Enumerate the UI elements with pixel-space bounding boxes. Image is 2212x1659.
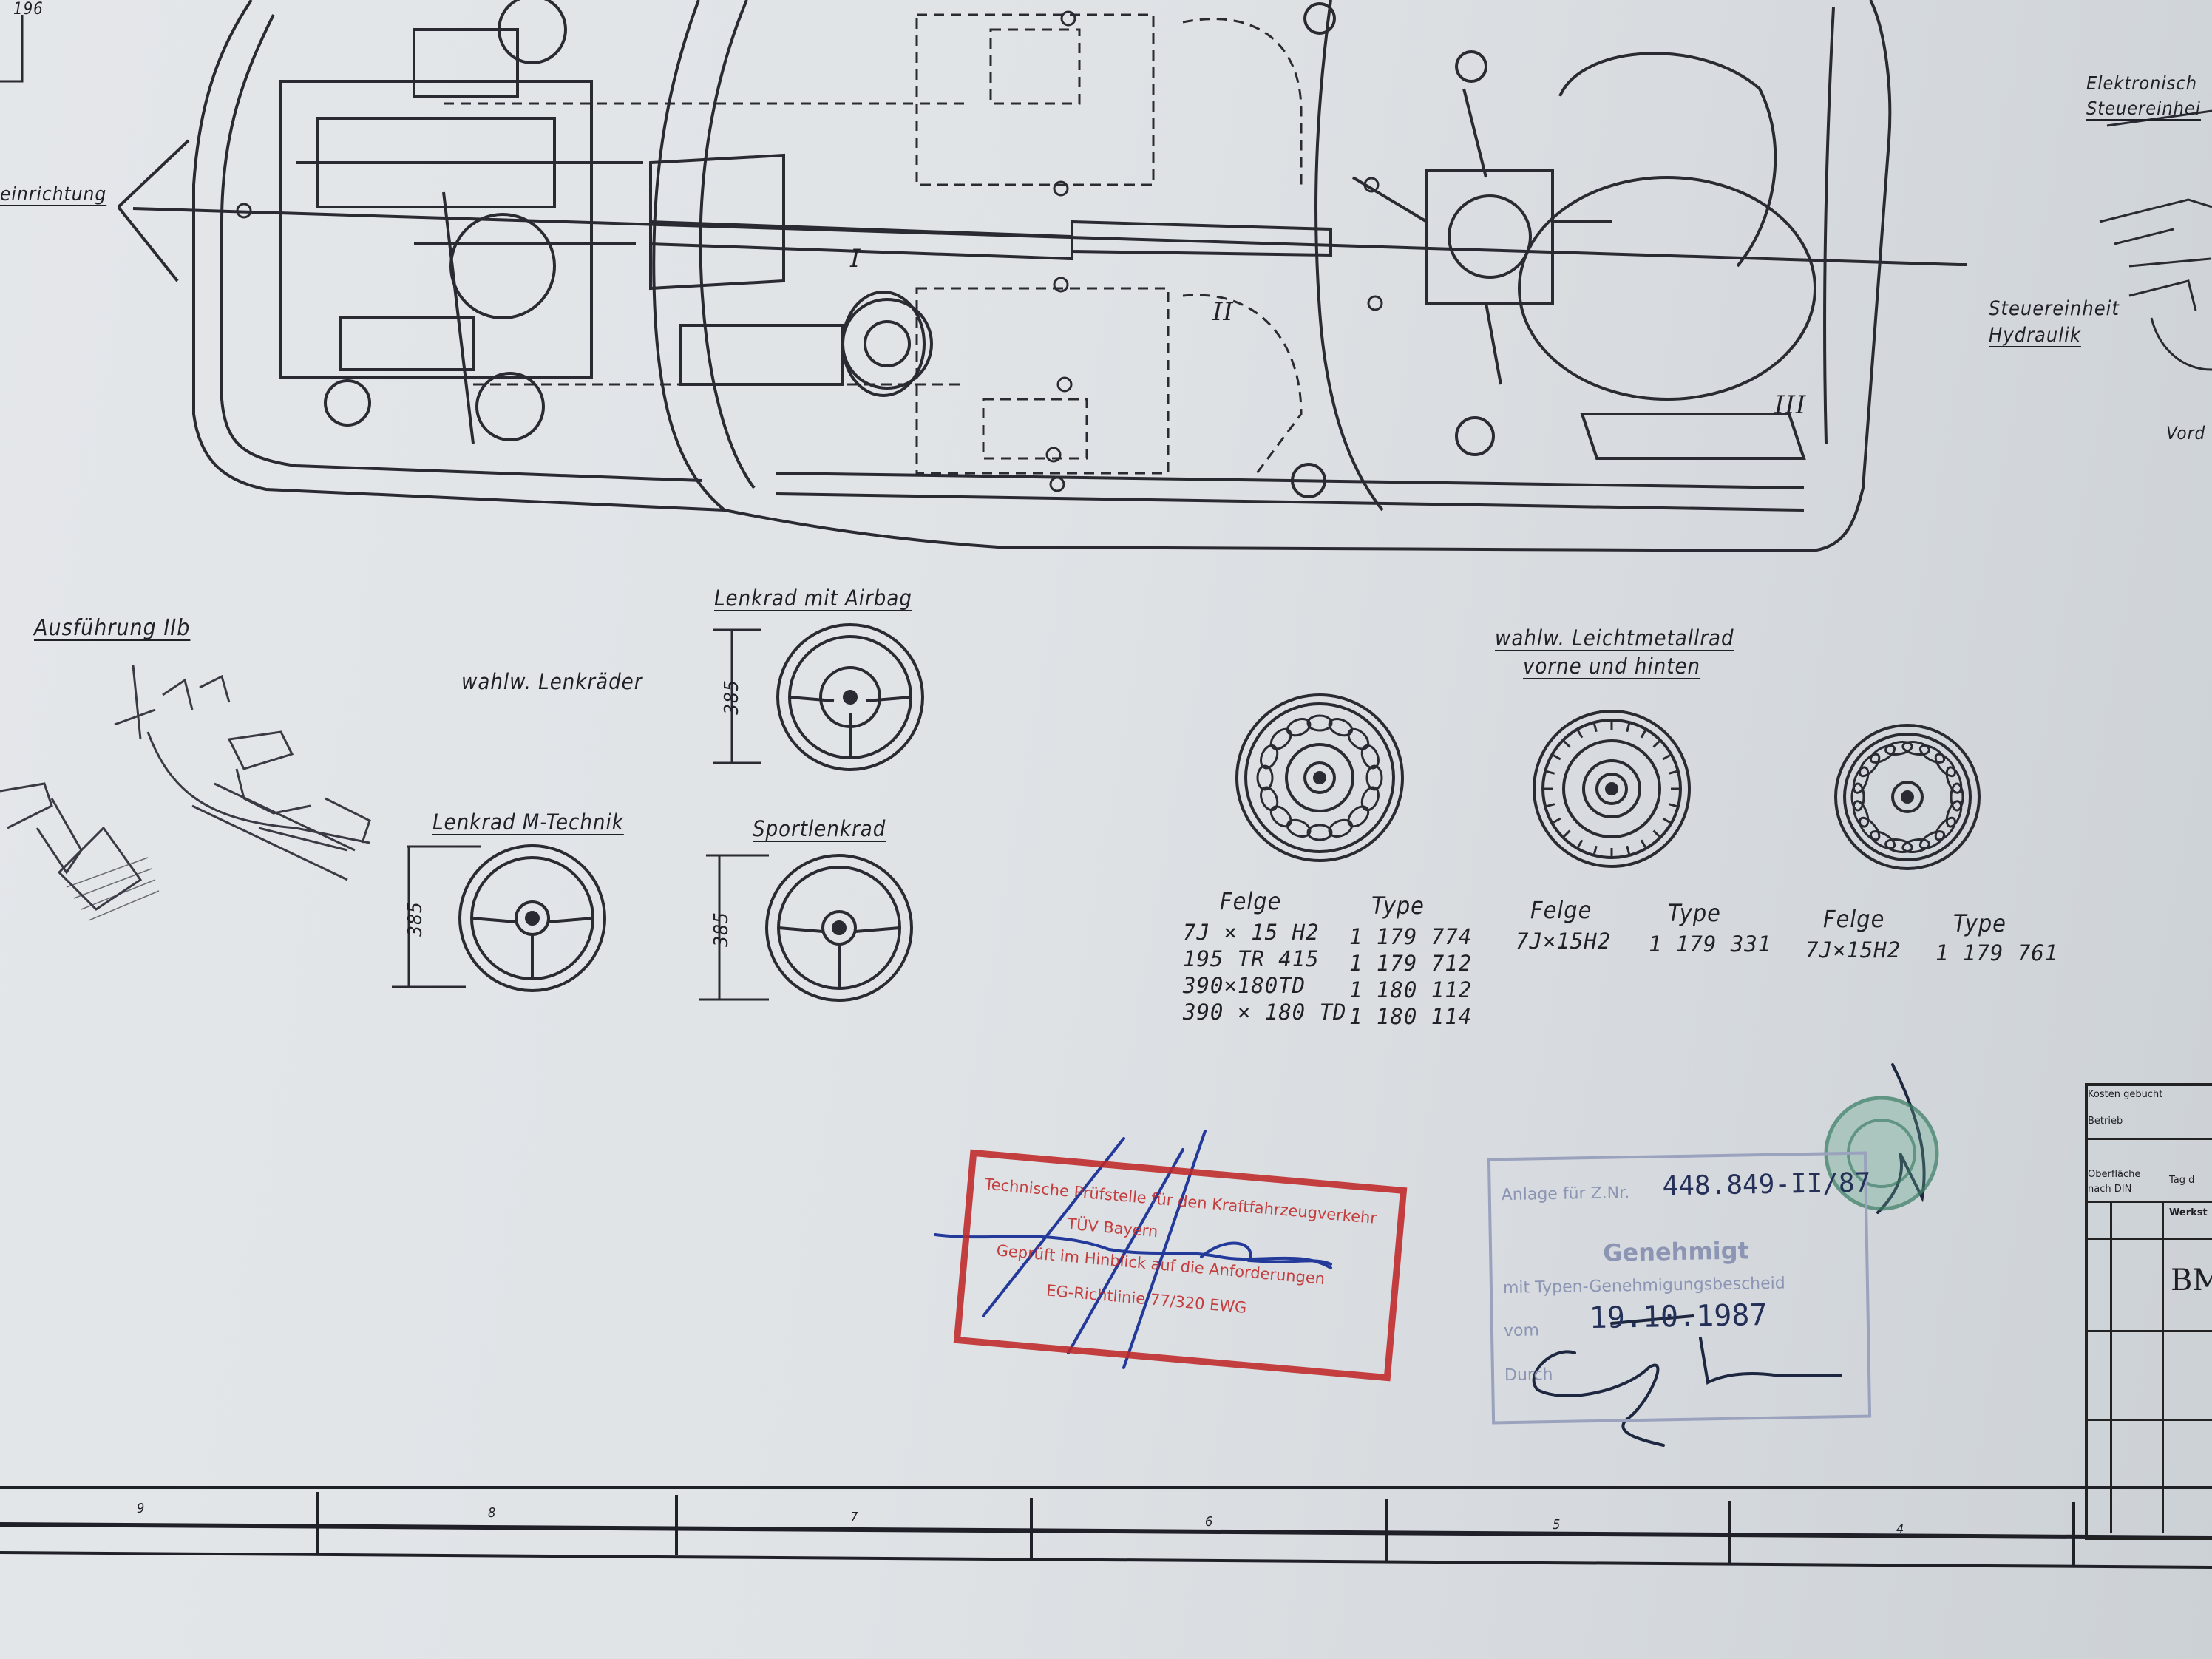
ausfuehrung-label: Ausführung IIb	[34, 615, 191, 641]
type-header: Type	[1668, 899, 1721, 927]
title-block-tag: Tag d	[2169, 1175, 2195, 1186]
anlage-number: 448.849-II/87	[1662, 1167, 1871, 1202]
vorne-fragment-label: Vord	[2166, 423, 2206, 444]
section-label-1: I	[850, 244, 861, 274]
type-header: Type	[1953, 909, 2006, 937]
wahlw-lenkraeder-label: wahlw. Lenkräder	[461, 669, 643, 694]
zone-number: 4	[1896, 1521, 1905, 1537]
approval-date: 19.10.1987	[1589, 1297, 1768, 1336]
wheel-spec-table-1: Felge Type 7J × 15 H2 195 TR 415 390×180…	[1183, 887, 1471, 1035]
felge-header: Felge	[1530, 896, 1592, 924]
tuev-inspection-stamp: Technische Prüfstelle für den Kraftfahrz…	[953, 1149, 1408, 1382]
red-stamp-line-4: EG-Richtlinie 77/320 EWG	[1045, 1281, 1248, 1317]
top-left-fragment: 196	[13, 0, 44, 18]
sportlenkrad-label: Sportlenkrad	[753, 816, 886, 841]
leichtmetallrad-label-1: wahlw. Leichtmetallrad	[1495, 625, 1734, 651]
red-stamp-line-3: Geprüft im Hinblick auf die Anforderunge…	[995, 1241, 1326, 1289]
wheel-spec-table-2: Felge Type 7J×15H2 1 179 331	[1514, 896, 1771, 970]
dimension-385-airbag: 385	[720, 679, 743, 715]
type-header: Type	[1371, 892, 1425, 920]
zone-number: 6	[1205, 1514, 1214, 1530]
approval-stamp: Anlage für Z.Nr. 448.849-II/87 Genehmigt…	[1487, 1151, 1872, 1425]
felge-value: 7J×15H2	[1516, 929, 1612, 954]
title-block: Kosten gebucht Betrieb Oberfläche nach D…	[2085, 1083, 2212, 1540]
felge-header: Felge	[1220, 887, 1282, 915]
felge-value: 390×180TD	[1183, 973, 1306, 998]
felge-header: Felge	[1823, 905, 1885, 933]
sport-steering-wheel	[765, 854, 913, 1002]
felge-value: 7J × 15 H2	[1183, 920, 1320, 945]
elektronische-label-2: Steuereinhei	[2086, 98, 2201, 119]
slotted-rim	[1834, 724, 1981, 870]
dimension-385-sport: 385	[710, 912, 733, 947]
type-value: 1 179 761	[1936, 940, 2059, 966]
red-stamp-line-1: Technische Prüfstelle für den Kraftfahrz…	[983, 1175, 1377, 1227]
type-value: 1 180 114	[1349, 1004, 1473, 1029]
zone-number: 8	[488, 1505, 497, 1521]
title-block-werkst: Werkst	[2169, 1207, 2208, 1218]
type-value: 1 179 331	[1649, 932, 1772, 957]
turbine-rim	[1533, 710, 1691, 868]
genehmigt-label: Genehmigt	[1602, 1236, 1750, 1267]
title-block-kosten: Kosten gebucht	[2088, 1089, 2163, 1100]
elektronische-label-1: Elektronisch	[2086, 72, 2197, 94]
zone-number: 9	[137, 1501, 146, 1516]
steuereinheit-label-1: Steuereinheit	[1989, 297, 2120, 320]
typen-genehmigung-text: mit Typen-Genehmigungsbescheid	[1502, 1274, 1785, 1298]
type-value: 1 179 712	[1349, 951, 1473, 976]
mtechnik-steering-wheel	[458, 844, 606, 992]
vom-label: vom	[1503, 1321, 1540, 1341]
anlage-label: Anlage für Z.Nr.	[1501, 1184, 1630, 1205]
title-block-betrieb: Betrieb	[2088, 1116, 2123, 1127]
section-label-2: II	[1212, 297, 1234, 327]
airbag-steering-wheel	[776, 623, 924, 771]
lenkrad-mtechnik-label: Lenkrad M-Technik	[432, 810, 624, 835]
title-block-brand: BM	[2171, 1263, 2212, 1297]
zone-number: 7	[850, 1510, 859, 1525]
type-value: 1 180 112	[1349, 977, 1473, 1002]
steuereinheit-label-2: Hydraulik	[1989, 324, 2081, 347]
title-block-oberflaeche: Oberfläche	[2088, 1169, 2141, 1180]
red-stamp-line-2: TÜV Bayern	[1066, 1215, 1159, 1241]
section-label-3: III	[1774, 390, 1807, 420]
title-block-din: nach DIN	[2088, 1184, 2132, 1195]
einrichtung-label: einrichtung	[0, 183, 107, 206]
lenkrad-airbag-label: Lenkrad mit Airbag	[714, 586, 912, 611]
zone-number: 5	[1553, 1517, 1561, 1533]
dimension-385-mtechnik: 385	[404, 901, 427, 937]
felge-value: 7J×15H2	[1805, 937, 1901, 963]
durch-label: Durch	[1504, 1365, 1553, 1385]
leichtmetallrad-label-2: vorne und hinten	[1523, 654, 1701, 679]
cross-spoke-rim	[1235, 693, 1404, 862]
type-value: 1 179 774	[1349, 924, 1473, 949]
felge-value: 195 TR 415	[1183, 946, 1320, 971]
felge-value: 390 × 180 TD	[1183, 1000, 1347, 1025]
wheel-spec-table-3: Felge Type 7J×15H2 1 179 761	[1804, 905, 2070, 979]
